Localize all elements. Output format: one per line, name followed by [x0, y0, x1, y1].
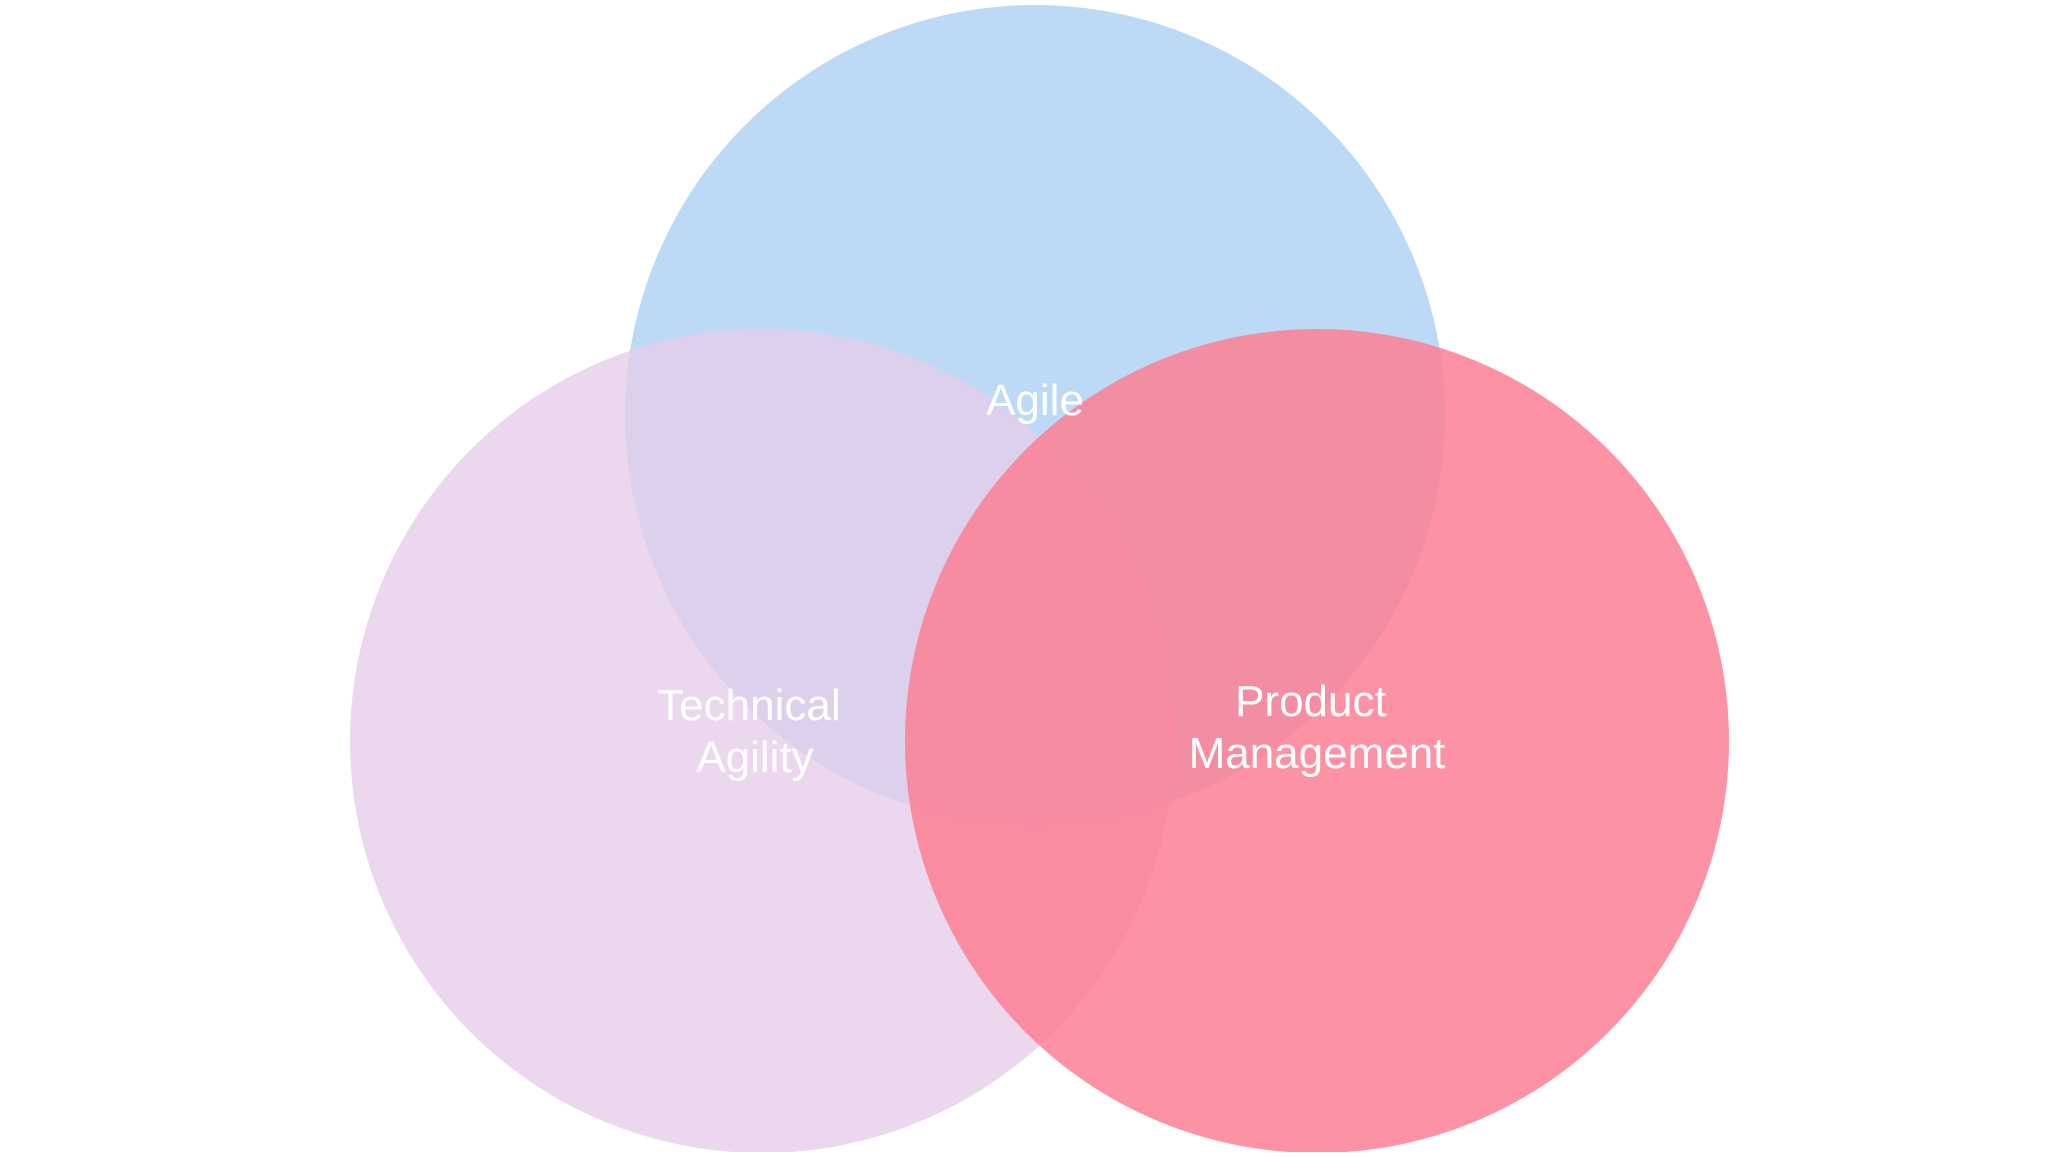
product-management-label-line-1: Product: [1235, 677, 1387, 726]
technical-agility-label-line-1: Technical: [657, 681, 840, 730]
product-management-label: Product Management: [1189, 677, 1446, 778]
product-management-circle: [905, 329, 1729, 1153]
agile-label: Agile: [986, 376, 1084, 425]
technical-agility-label: Technical Agility: [657, 681, 853, 782]
agile-label-line-1: Agile: [986, 376, 1084, 425]
technical-agility-label-line-2: Agility: [696, 733, 813, 782]
product-management-label-line-2: Management: [1189, 729, 1446, 778]
